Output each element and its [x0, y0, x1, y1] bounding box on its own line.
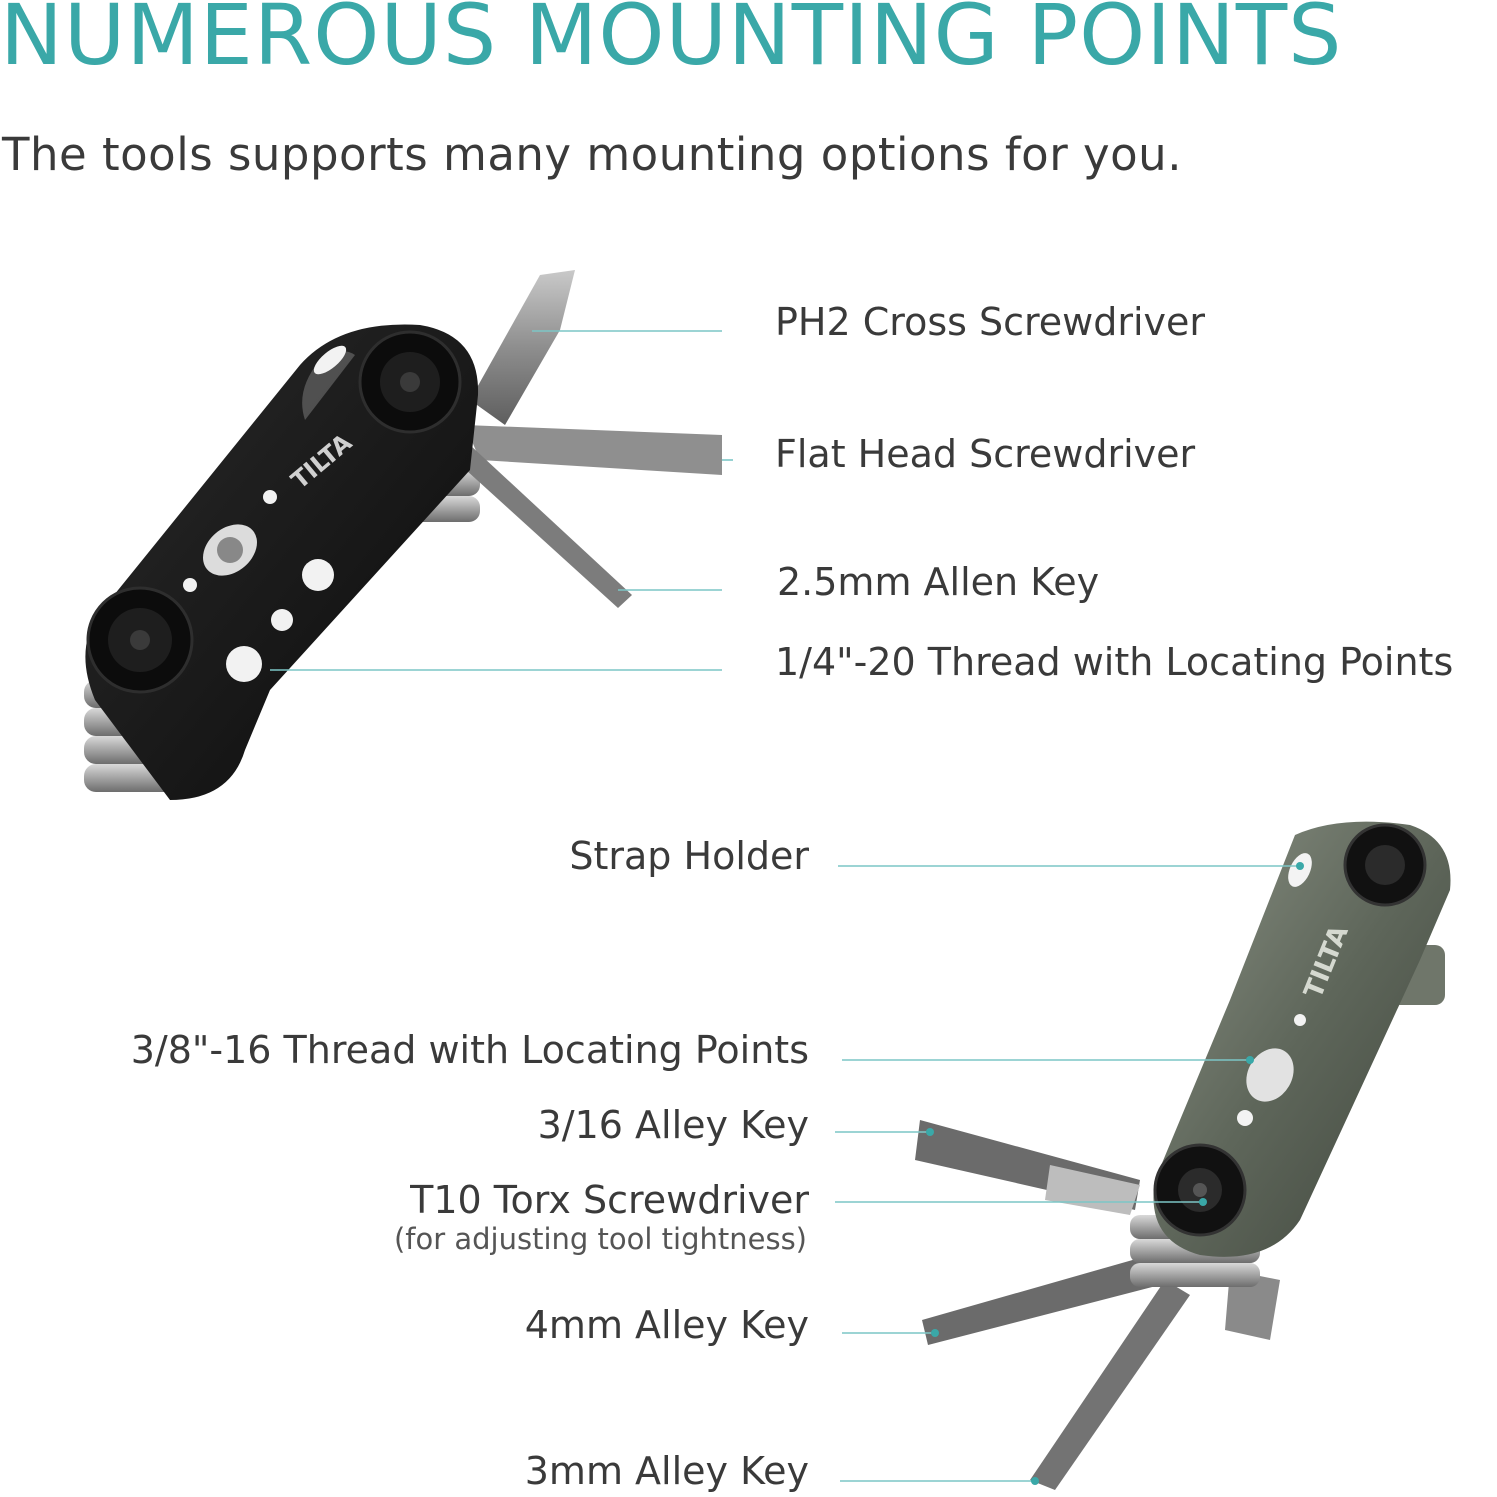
label-t10-torx-screwdriver: T10 Torx Screwdriver	[410, 1178, 809, 1222]
black-multitool: TILTA	[84, 270, 722, 800]
black-tool-blades	[455, 270, 722, 608]
black-tool-screw-top	[358, 330, 462, 434]
label-2-5mm-allen-key: 2.5mm Allen Key	[777, 560, 1100, 604]
green-tool-blades	[915, 1120, 1280, 1490]
label-4mm-alley-key: 4mm Alley Key	[524, 1303, 809, 1347]
callout-dots	[926, 862, 1304, 1485]
label-quarter-20-thread: 1/4"-20 Thread with Locating Points	[775, 640, 1454, 684]
green-tool-screw-bottom	[1153, 1143, 1247, 1237]
green-tool-holes	[1237, 853, 1312, 1126]
label-3mm-alley-key: 3mm Alley Key	[524, 1449, 809, 1493]
label-ph2-cross-screwdriver: PH2 Cross Screwdriver	[775, 300, 1206, 344]
green-tool-body	[1153, 821, 1451, 1257]
label-three-eighths-16-thread: 3/8"-16 Thread with Locating Points	[130, 1028, 809, 1072]
black-tool-body	[85, 324, 479, 800]
page-subtitle: The tools supports many mounting options…	[2, 128, 1182, 181]
callout-lines	[270, 330, 1300, 1482]
label-3-16-alley-key: 3/16 Alley Key	[537, 1103, 809, 1147]
green-tool-screw-top	[1343, 823, 1427, 907]
page-title: NUMEROUS MOUNTING POINTS	[0, 0, 1343, 84]
label-flat-head-screwdriver: Flat Head Screwdriver	[775, 432, 1196, 476]
label-t10-note: (for adjusting tool tightness)	[393, 1222, 807, 1256]
black-tool-holes	[183, 345, 347, 682]
label-strap-holder: Strap Holder	[569, 834, 809, 878]
black-tool-screw-bottom	[86, 586, 194, 694]
green-multitool: TILTA	[915, 821, 1451, 1490]
